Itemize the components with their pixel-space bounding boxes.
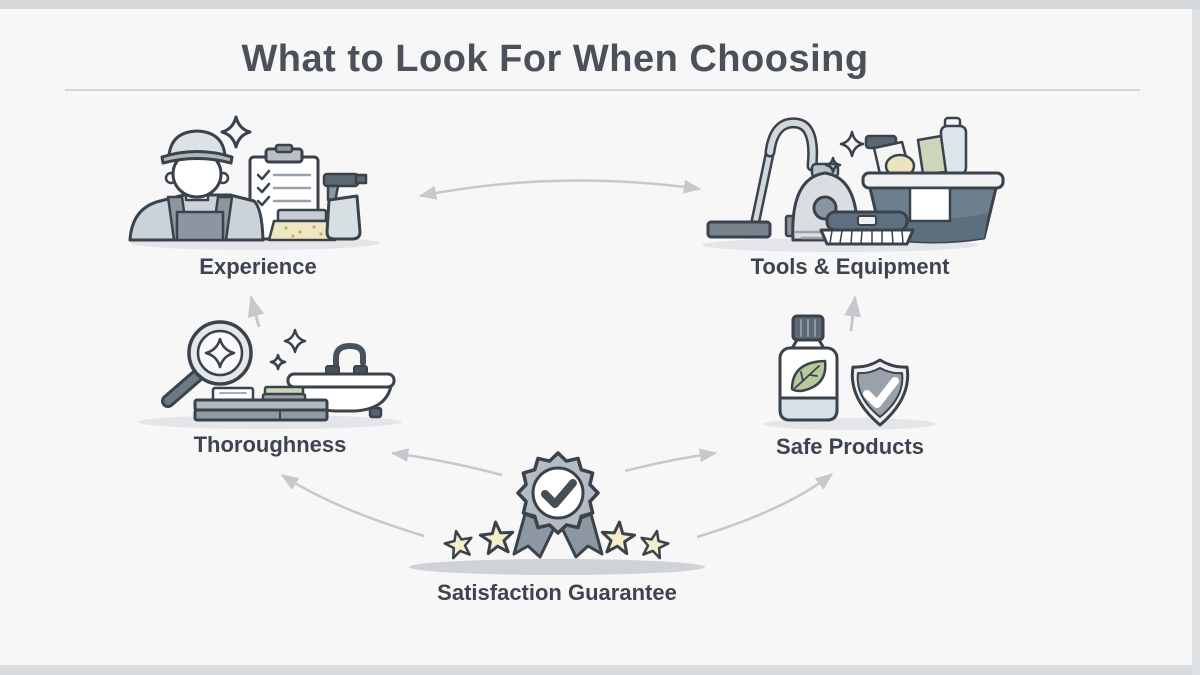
tools-equipment-illustration — [702, 116, 1005, 252]
feature-experience: Experience — [118, 112, 398, 280]
feature-label: Safe Products — [776, 434, 924, 459]
arrow-guarantee-to-thoroughness-upper — [390, 448, 503, 477]
scrub-brush-icon — [819, 210, 915, 246]
feature-label: Tools & Equipment — [750, 254, 950, 279]
sparkles-icon — [824, 130, 865, 174]
top-border-bar — [0, 0, 1200, 9]
bucket-contents — [864, 116, 968, 179]
sponge-icon — [267, 208, 337, 242]
right-border-bar — [1192, 9, 1200, 675]
award-badge-icon — [516, 451, 600, 535]
spray-bottle-icon — [322, 172, 368, 241]
feature-satisfaction-guarantee: Satisfaction Guarantee — [407, 450, 707, 606]
safe-products-illustration — [764, 314, 936, 430]
feature-tools-equipment: Tools & Equipment — [690, 112, 1010, 280]
shadow-ellipse — [409, 559, 705, 575]
checkmark-icon — [541, 479, 577, 508]
feature-thoroughness: Thoroughness — [130, 308, 410, 458]
feature-label: Satisfaction Guarantee — [437, 580, 677, 605]
sparkle-icon — [220, 115, 252, 149]
arrow-guarantee-to-thoroughness-lower — [280, 473, 425, 538]
supply-bucket-icon — [861, 116, 1005, 244]
feature-label: Experience — [199, 254, 317, 279]
counter-with-sponges-icon — [193, 385, 329, 422]
eco-bottle-icon — [778, 314, 839, 422]
arrow-guarantee-to-safe-lower — [696, 473, 833, 539]
arrow-thoroughness-to-experience — [247, 295, 265, 328]
satisfaction-guarantee-illustration — [409, 451, 705, 575]
bottom-border-bar — [0, 665, 1200, 675]
feature-safe-products: Safe Products — [755, 310, 945, 460]
leaf-icon — [790, 359, 827, 393]
sparkles-icon — [269, 328, 307, 371]
cleaner-person-icon — [128, 129, 265, 242]
magnifying-glass-icon — [161, 320, 253, 408]
feature-label: Thoroughness — [193, 432, 347, 457]
arrow-guarantee-to-safe-upper — [624, 448, 718, 473]
thoroughness-illustration — [138, 320, 402, 429]
shield-checkmark-icon — [850, 358, 910, 427]
arrow-experience-tools — [418, 179, 702, 200]
page-title: What to Look For When Choosing — [241, 38, 869, 80]
title-divider — [65, 89, 1140, 91]
experience-illustration — [128, 115, 380, 250]
arrow-safe-to-tools — [844, 295, 862, 332]
